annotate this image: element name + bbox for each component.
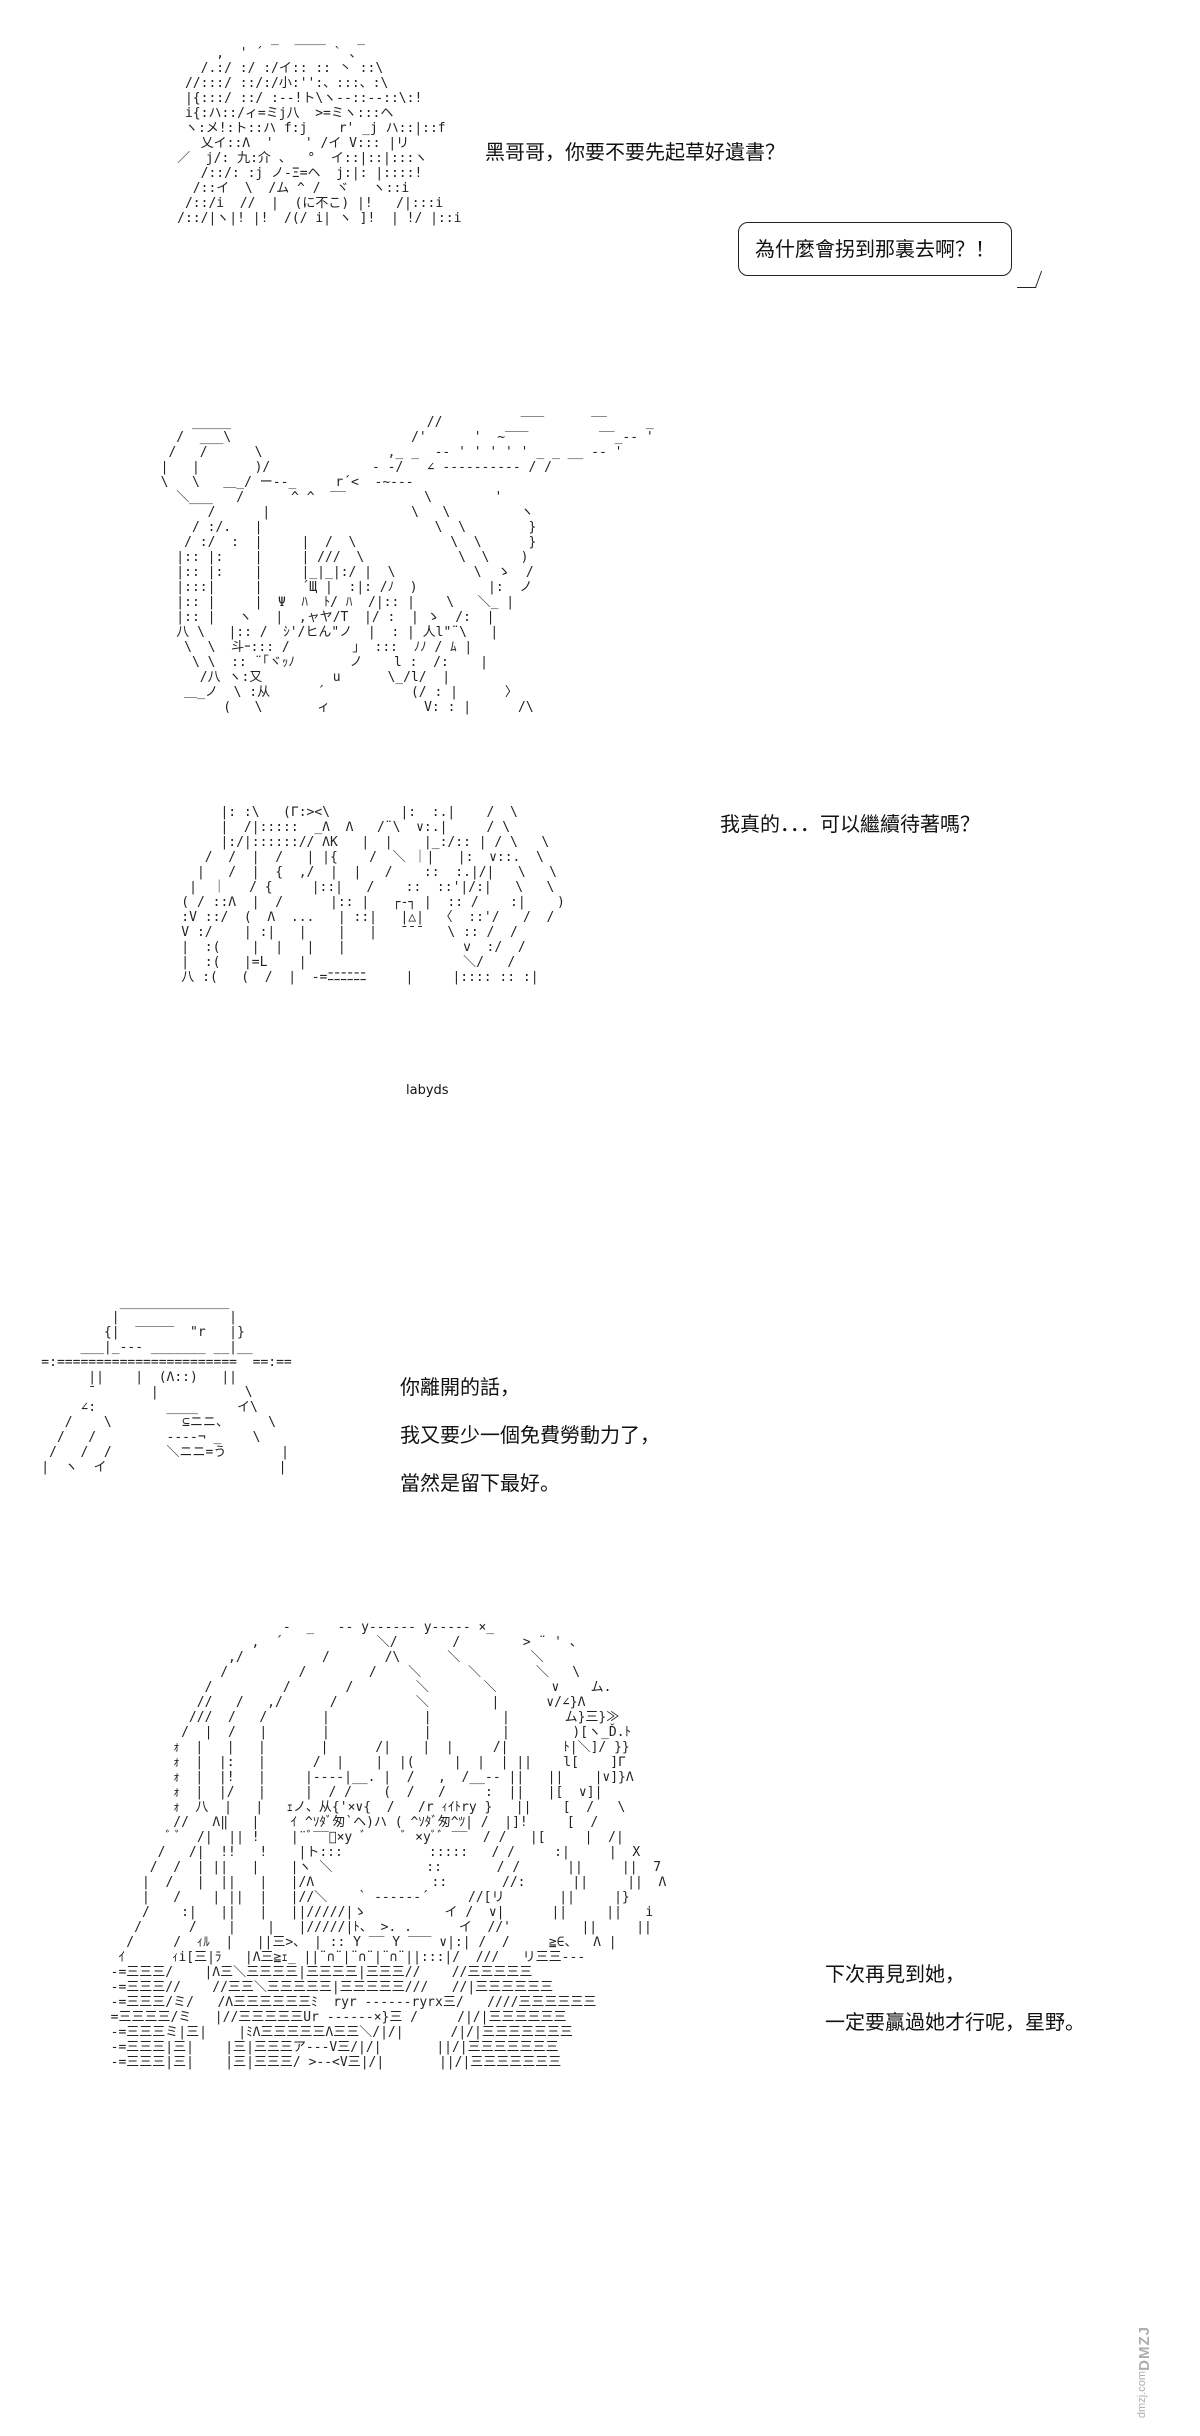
dialogue-line-panel-3-3: 當然是留下最好。	[400, 1471, 560, 1495]
dialogue-panel-1: 黑哥哥，你要不要先起草好遺書？	[485, 140, 785, 164]
panel-2: _____ // ‾‾‾ ‾‾ _ / ___\ /' ' ~‾‾‾ ‾‾_-‐…	[0, 380, 1200, 1240]
panel-3: ______________ | | {| ‾‾‾‾‾ "r |} ___|_‐…	[0, 1255, 1200, 1565]
panel-1: _ ____ _ , ' ´ ` 、 /.:/ :/ :/イ:: :: 丶 ::…	[0, 0, 1200, 360]
panel-4: ‐ _ ‐‐ y‐‐‐‐‐‐ y‐‐‐‐‐ ×_ , ´ ＼/ / > ¨ ' …	[0, 1585, 1200, 2436]
dialogue-line-panel-3-1: 你離開的話，	[400, 1375, 520, 1399]
ascii-art-character-3: ______________ | | {| ‾‾‾‾‾ "r |} ___|_‐…	[41, 1295, 292, 1475]
watermark-logo: DMZJ	[1136, 2326, 1153, 2371]
watermark: DMZJ dmzj.com	[1136, 2326, 1182, 2418]
dialogue-panel-4: 下次再見到她， 一定要贏過她才行呢，星野。	[825, 1950, 1085, 2046]
ascii-art-character-1: _ ____ _ , ' ´ ` 、 /.:/ :/ :/イ:: :: 丶 ::…	[177, 31, 462, 226]
dialogue-panel-2: 我真的．．．可以繼續待著嗎？	[720, 812, 980, 836]
tag-label-panel-2: labyds	[406, 1083, 449, 1098]
ascii-art-character-4: ‐ _ ‐‐ y‐‐‐‐‐‐ y‐‐‐‐‐ ×_ , ´ ＼/ / > ¨ ' …	[110, 1620, 667, 2070]
speech-bubble-text-panel-1: 為什麼會拐到那裏去啊？！	[755, 237, 995, 261]
dialogue-line-panel-3-2: 我又要少一個免費勞動力了，	[400, 1423, 660, 1447]
ascii-art-body-2: |: :\ (Γ:><\ |: :.| / \ | /|::::: _Λ Λ /…	[181, 805, 565, 985]
ascii-art-character-2: _____ // ‾‾‾ ‾‾ _ / ___\ /' ' ~‾‾‾ ‾‾_-‐…	[160, 415, 654, 715]
speech-bubble-tail-panel-1	[1016, 271, 1043, 288]
watermark-site: dmzj.com	[1136, 2370, 1148, 2418]
dialogue-line-panel-4-2: 一定要贏過她才行呢，星野。	[825, 2010, 1085, 2034]
dialogue-line-panel-4-1: 下次再見到她，	[825, 1962, 965, 1986]
dialogue-panel-3: 你離開的話， 我又要少一個免費勞動力了， 當然是留下最好。	[400, 1363, 660, 1507]
speech-bubble-panel-1: 為什麼會拐到那裏去啊？！	[738, 222, 1012, 276]
